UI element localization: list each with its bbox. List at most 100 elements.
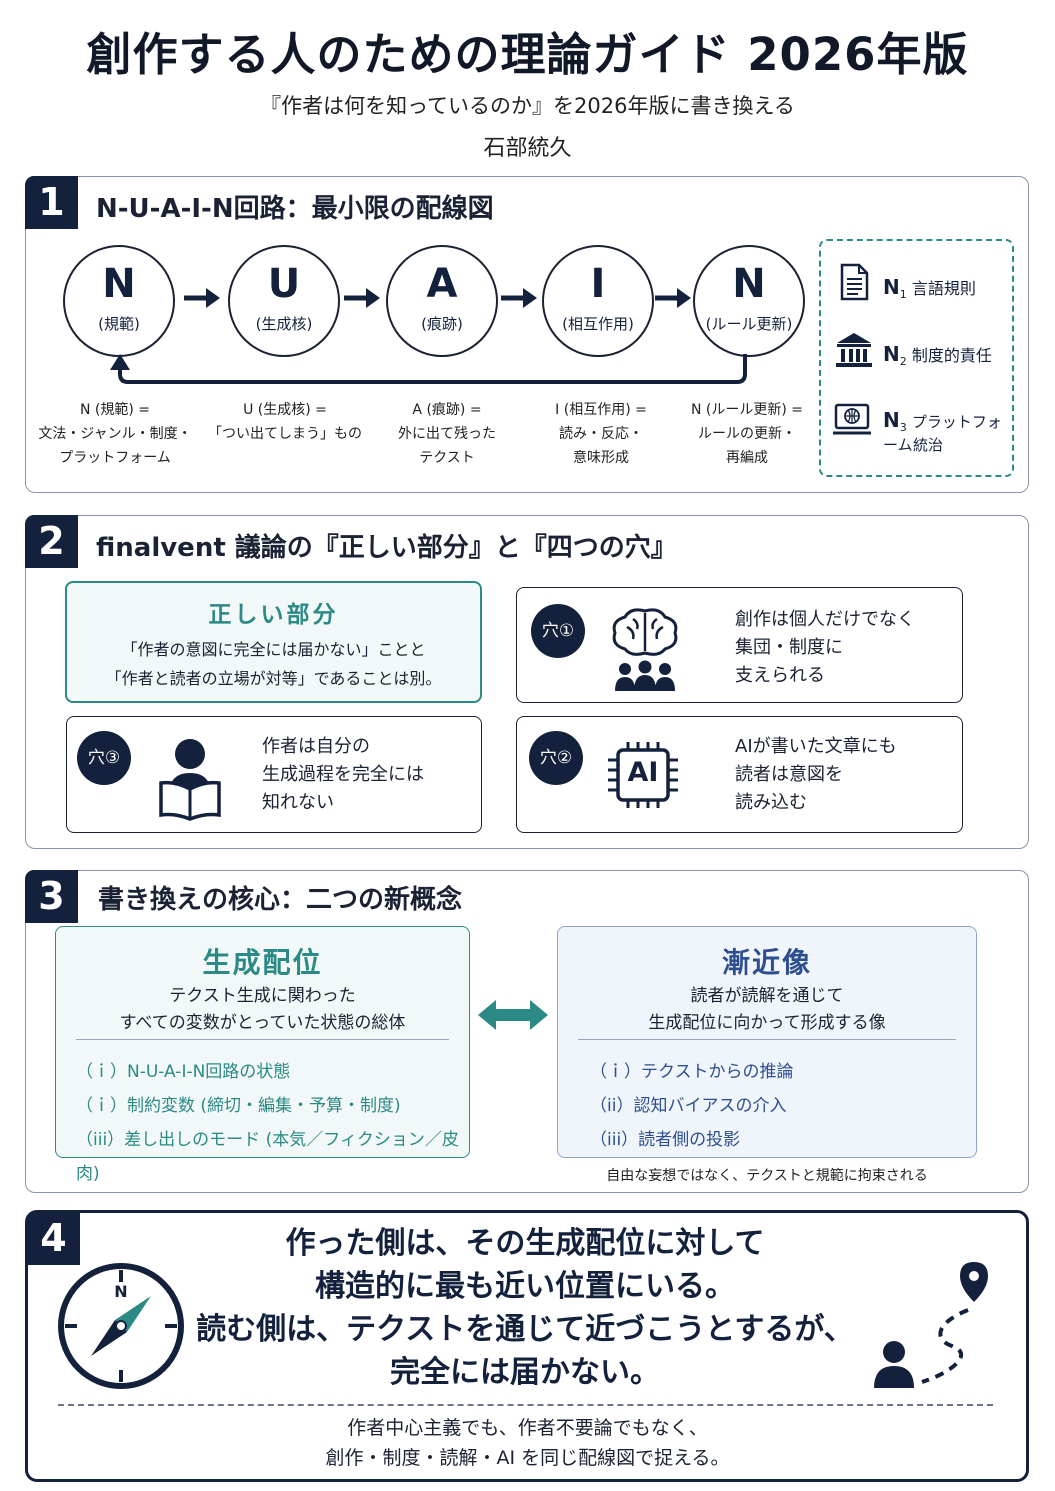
text-line: 読む側は、テクストを通じて近づこうとするが、 (196, 1312, 854, 1347)
list-item: （ii）認知バイアスの介入 (590, 1096, 787, 1116)
node-trace: A (痕跡) (386, 245, 498, 357)
desc-line: N (規範) = (79, 402, 151, 418)
text-line: 構造的に最も近い位置にいる。 (315, 1269, 735, 1304)
node-letter: A (426, 261, 458, 307)
node-rule-update: N (ルール更新) (693, 245, 805, 357)
section-1-number: 1 (25, 176, 78, 229)
arrow-right-icon (184, 288, 220, 308)
section-1-title: N-U-A-I-N回路：最小限の配線図 (96, 194, 494, 224)
text-line: AIが書いた文章にも (735, 736, 897, 757)
concept-description: 読者が読解を通じて 生成配位に向かって形成する像 (558, 983, 976, 1037)
node-norm: N (規範) (63, 245, 175, 357)
node-generative-core: U (生成核) (228, 245, 340, 357)
desc-line: 読み・反応・ (559, 426, 643, 442)
node-label: (ルール更新) (705, 315, 793, 333)
concept-description: テクスト生成に関わった すべての変数がとっていた状態の総体 (56, 983, 469, 1037)
list-item: （iii）読者側の投影 (590, 1130, 741, 1150)
hole-3-badge: 穴③ (77, 731, 131, 785)
text-line: 生成過程を完全には (262, 764, 424, 785)
correct-part-card: 正しい部分 「作者の意図に完全には届かない」ことと 「作者と読者の立場が対等」で… (65, 581, 482, 703)
desc-line: 意味形成 (573, 450, 629, 466)
legend-subscript: 2 (899, 355, 907, 369)
correct-part-text: 「作者の意図に完全には届かない」ことと 「作者と読者の立場が対等」であることは別… (67, 635, 480, 693)
legend-n3: N3 プラットフォーム (883, 408, 1008, 455)
text-line: 読者が読解を通じて (690, 986, 844, 1006)
section-3-title: 書き換えの核心：二つの新概念 (98, 885, 463, 915)
desc-line: 「つい出てしまう」もの (208, 426, 362, 442)
ai-chip-label: AI (627, 757, 659, 788)
desc-line: I (相互作用) = (555, 402, 647, 418)
legend-text: 制度的責任 (911, 346, 992, 365)
hole-2-card (516, 716, 963, 833)
hole-2-text: AIが書いた文章にも 読者は意図を 読み込む (735, 733, 897, 817)
double-arrow-icon (478, 1000, 548, 1030)
node-description: I (相互作用) = 読み・反応・ 意味形成 (516, 398, 686, 470)
text-line: 「作者と読者の立場が対等」であることは別。 (105, 669, 442, 688)
node-description: A (痕跡) = 外に出て残った テクスト (362, 398, 532, 470)
text-line: 作者は自分の (262, 736, 370, 757)
person-path-pin-icon (874, 1262, 988, 1388)
text-line: 支えられる (735, 665, 825, 686)
brain-group-icon (612, 608, 678, 691)
text-line: 知れない (262, 792, 334, 813)
constraint-note: 自由な妄想ではなく、テクストと規範に拘束される (606, 1168, 928, 1184)
node-description: N (規範) = 文法・ジャンル・制度・ プラットフォーム (30, 398, 200, 470)
node-label: (生成核) (255, 315, 313, 333)
desc-line: 外に出て残った (398, 426, 496, 442)
section-4 (25, 1210, 1029, 1482)
legend-symbol: N (883, 342, 900, 366)
page-title: 創作する人のための理論ガイド 2026年版 (86, 28, 969, 81)
hole-1-card (516, 587, 963, 703)
conclusion-footer: 作者中心主義でも、作者不要論でもなく、 創作・制度・読解・AI を同じ配線図で捉… (0, 1413, 1055, 1473)
desc-line: 文法・ジャンル・制度・ (38, 426, 192, 442)
legend-text: プラットフォーム (883, 413, 1002, 455)
hole-1-text: 創作は個人だけでなく 集団・制度に 支えられる (735, 606, 915, 690)
node-description: N (ルール更新) = ルールの更新・ 再編成 (662, 398, 832, 470)
list-item: （iii）差し出しのモード (本気／フィクション／皮肉) (76, 1130, 459, 1184)
node-letter: U (267, 261, 301, 307)
desc-line: A (痕跡) = (412, 402, 482, 418)
section-2-number: 2 (25, 515, 78, 568)
arrow-right-icon (655, 288, 691, 308)
list-item: （ｉ）N-U-A-I-N回路の状態 (76, 1062, 291, 1082)
hole-1-badge: 穴① (531, 604, 585, 658)
list-item: （ｉ）テクストからの推論 (590, 1062, 794, 1082)
text-line: 完全には届かない。 (390, 1355, 660, 1390)
concept-title: 生成配位 (202, 946, 323, 979)
page-subtitle: 『作者は何を知っているのか』を2026年版に書き換える (260, 94, 795, 118)
institution-icon (836, 333, 872, 367)
asymptotic-image-card: 漸近像 読者が読解を通じて 生成配位に向かって形成する像 （ｉ）テクストからの推… (557, 926, 977, 1158)
feedback-loop-arrow-icon (110, 354, 747, 384)
concept-items: （ｉ）テクストからの推論 （ii）認知バイアスの介入 （iii）読者側の投影 (590, 1055, 794, 1157)
node-label: (規範) (98, 315, 140, 333)
correct-part-title: 正しい部分 (208, 602, 339, 628)
platform-icon (833, 403, 871, 435)
hole-3-card (66, 716, 482, 833)
arrow-right-icon (501, 288, 537, 308)
hole-2-badge: 穴② (529, 731, 583, 785)
dashed-divider (58, 1404, 993, 1406)
legend-symbol: N (883, 408, 900, 432)
text-line: 読み込む (735, 792, 807, 813)
text-line: テクスト生成に関わった (169, 986, 356, 1006)
node-label: (相互作用) (562, 315, 634, 333)
node-label: (痕跡) (421, 315, 463, 333)
legend-text-2: 統治 (913, 436, 944, 454)
legend-n1: N1 言語規則 (883, 275, 976, 301)
legend-n2: N2 制度的責任 (883, 342, 992, 368)
text-line: 「作者の意図に完全には届かない」ことと (121, 640, 426, 659)
legend-symbol: N (883, 275, 900, 299)
divider (76, 1039, 449, 1040)
document-icon (840, 263, 869, 301)
ai-chip-icon (608, 742, 678, 808)
desc-line: プラットフォーム (59, 450, 171, 466)
hole-3-text: 作者は自分の 生成過程を完全には 知れない (262, 733, 424, 817)
node-letter: N (732, 261, 766, 307)
author-name: 石部統久 (483, 136, 572, 161)
section-1 (25, 176, 1029, 493)
conclusion-statement: 作った側は、その生成配位に対して 構造的に最も近い位置にいる。 読む側は、テクス… (190, 1222, 860, 1394)
compass-north-label: N (114, 1282, 128, 1301)
compass-icon (58, 1263, 184, 1389)
text-line: 創作・制度・読解・AI を同じ配線図で捉える。 (325, 1447, 730, 1469)
norm-legend (819, 239, 1014, 477)
